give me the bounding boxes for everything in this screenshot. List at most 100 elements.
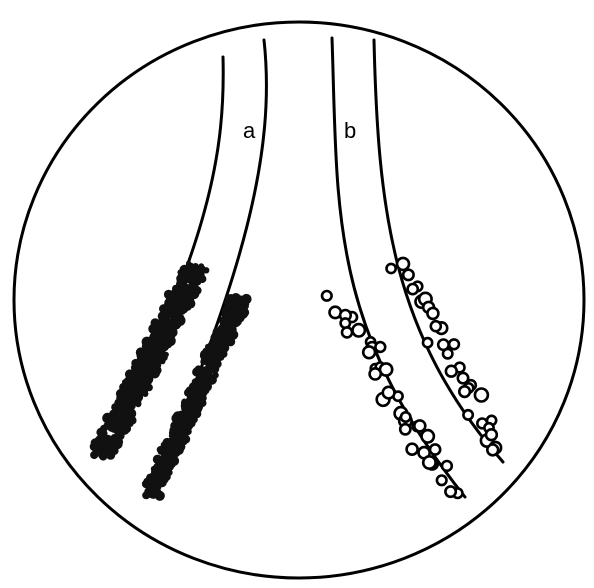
open-deposit-particle bbox=[403, 270, 413, 280]
dark-deposit-particle bbox=[106, 449, 113, 456]
dark-deposit-particle bbox=[204, 353, 211, 360]
dark-deposit-particle bbox=[186, 261, 191, 266]
open-deposit-particle bbox=[414, 420, 425, 431]
dark-deposit-particle bbox=[100, 425, 108, 433]
dark-deposit-particle bbox=[177, 318, 184, 325]
dark-deposit-particle bbox=[169, 461, 176, 468]
dark-deposit-particle bbox=[161, 317, 172, 328]
open-deposit-particle bbox=[397, 258, 409, 270]
open-deposit-particle bbox=[375, 342, 385, 352]
label-b: b bbox=[344, 118, 356, 143]
open-deposit-particle bbox=[423, 338, 432, 347]
dark-deposit-particle bbox=[145, 365, 150, 370]
dark-deposit-particle bbox=[222, 338, 229, 345]
dark-deposit-particle bbox=[156, 356, 162, 362]
open-deposit-particle bbox=[430, 444, 440, 454]
dark-deposit-particle bbox=[189, 283, 199, 293]
dark-deposit-particle bbox=[166, 469, 173, 476]
open-deposit-particle bbox=[475, 389, 488, 402]
dark-deposit-particle bbox=[152, 340, 160, 348]
dark-deposit-particle bbox=[194, 367, 202, 375]
open-deposit-particle bbox=[363, 346, 375, 358]
open-deposit-particle bbox=[407, 444, 418, 455]
label-a: a bbox=[243, 118, 256, 143]
dark-deposit-particle bbox=[153, 469, 160, 476]
dark-deposit-particle bbox=[212, 354, 221, 363]
dark-deposit-particle bbox=[177, 276, 188, 287]
open-deposit-particle bbox=[486, 429, 497, 440]
dark-deposit-particle bbox=[175, 431, 181, 437]
open-deposit-particle bbox=[446, 366, 457, 377]
open-deposit-particle bbox=[445, 486, 455, 496]
dark-deposit-particle bbox=[112, 441, 118, 447]
open-deposit-particle bbox=[383, 387, 395, 399]
open-deposit-particle bbox=[401, 412, 410, 421]
open-deposit-particle bbox=[400, 424, 410, 434]
open-deposit-particle bbox=[423, 456, 435, 468]
open-deposit-particle bbox=[342, 327, 352, 337]
vessel-b bbox=[322, 38, 503, 498]
dark-deposit-particle bbox=[195, 386, 200, 391]
dark-deposit-particle bbox=[206, 363, 216, 373]
dark-deposit-particle bbox=[90, 442, 99, 451]
dark-deposit-particle bbox=[211, 347, 217, 353]
dark-deposit-particle bbox=[128, 416, 136, 424]
dark-deposit-particle bbox=[131, 401, 136, 406]
dark-deposit-particle bbox=[161, 343, 169, 351]
dark-deposit-particle bbox=[193, 410, 201, 418]
dark-deposit-particle bbox=[216, 338, 223, 345]
dark-deposit-particle bbox=[228, 310, 236, 318]
dark-deposit-particle bbox=[164, 352, 169, 357]
dark-deposit-particle bbox=[241, 294, 251, 304]
open-deposit-particle bbox=[427, 308, 438, 319]
dark-deposit-particle bbox=[164, 290, 173, 299]
vessel-b-open-circle-deposits bbox=[322, 258, 501, 498]
dark-deposit-particle bbox=[115, 429, 123, 437]
dark-deposit-particle bbox=[209, 378, 214, 383]
open-deposit-particle bbox=[353, 324, 365, 336]
dark-deposit-particle bbox=[200, 375, 206, 381]
field-of-view-circle bbox=[14, 22, 584, 578]
dark-deposit-particle bbox=[185, 391, 190, 396]
open-deposit-particle bbox=[449, 339, 459, 349]
dark-deposit-particle bbox=[198, 275, 206, 283]
dark-deposit-particle bbox=[134, 378, 143, 387]
dark-deposit-particle bbox=[240, 308, 249, 317]
dark-deposit-particle bbox=[185, 412, 192, 419]
open-deposit-particle bbox=[487, 445, 498, 456]
dark-deposit-particle bbox=[174, 445, 184, 455]
dark-deposit-particle bbox=[194, 268, 200, 274]
open-deposit-particle bbox=[437, 476, 447, 486]
dark-deposit-particle bbox=[173, 301, 181, 309]
dark-deposit-particle bbox=[122, 403, 129, 410]
vessel-a bbox=[90, 40, 267, 501]
open-deposit-particle bbox=[408, 284, 418, 294]
dark-deposit-particle bbox=[154, 362, 161, 369]
open-deposit-particle bbox=[443, 349, 452, 358]
dark-deposit-particle bbox=[160, 470, 166, 476]
dark-deposit-particle bbox=[118, 416, 126, 424]
dark-deposit-particle bbox=[132, 389, 141, 398]
dark-deposit-particle bbox=[177, 269, 183, 275]
open-deposit-particle bbox=[370, 368, 381, 379]
dark-deposit-particle bbox=[201, 268, 206, 273]
dark-deposit-particle bbox=[153, 489, 162, 498]
open-deposit-particle bbox=[322, 291, 332, 301]
dark-deposit-particle bbox=[125, 369, 135, 379]
dark-deposit-particle bbox=[168, 327, 177, 336]
dark-deposit-particle bbox=[103, 436, 109, 442]
dark-deposit-particle bbox=[181, 289, 188, 296]
dark-deposit-particle bbox=[148, 484, 154, 490]
dark-deposit-particle bbox=[125, 394, 132, 401]
dark-deposit-particle bbox=[144, 378, 152, 386]
dark-deposit-particle bbox=[219, 326, 228, 335]
dark-deposit-particle bbox=[101, 450, 107, 456]
dark-deposit-particle bbox=[232, 299, 241, 308]
open-deposit-particle bbox=[442, 461, 452, 471]
open-deposit-particle bbox=[431, 321, 441, 331]
open-deposit-particle bbox=[463, 410, 472, 419]
dark-deposit-particle bbox=[219, 319, 226, 326]
dark-deposit-particle bbox=[188, 272, 198, 282]
open-deposit-particle bbox=[422, 430, 434, 442]
